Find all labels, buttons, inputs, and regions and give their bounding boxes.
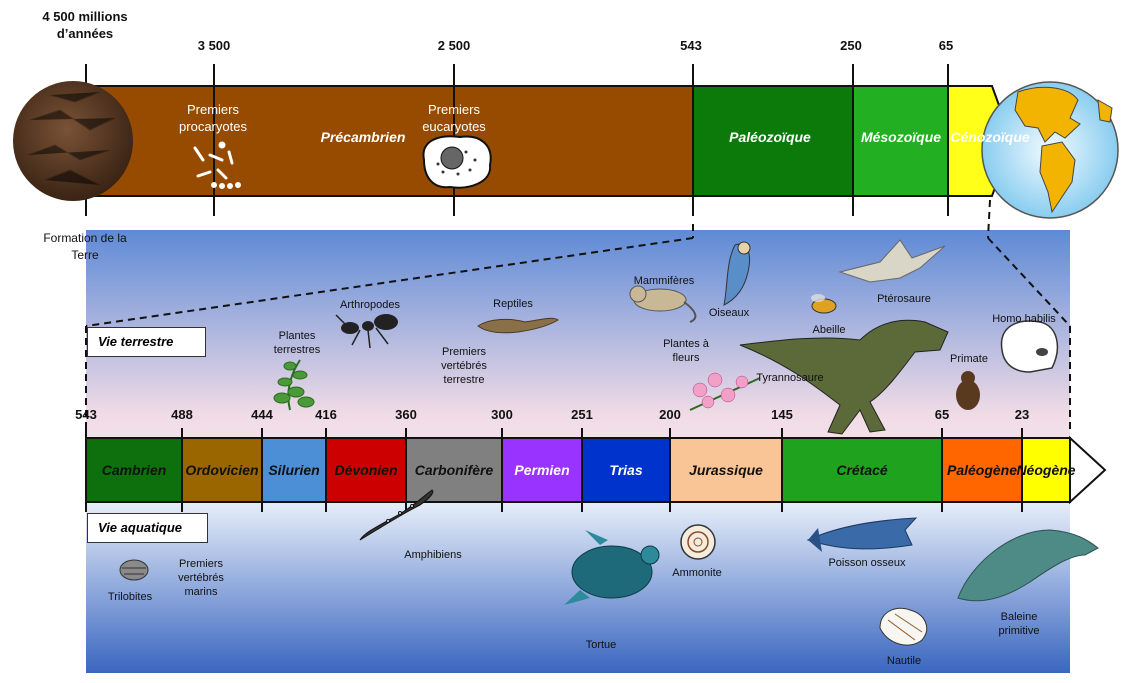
- reptiles-label: Reptiles: [493, 298, 533, 310]
- amphibian-illustration: [359, 489, 434, 541]
- premiers-vertebres-marins-label: Premiers vertébrés marins: [178, 558, 224, 598]
- tyrannosaure-label: Tyrannosaure: [756, 372, 824, 384]
- neogene-arrow-tip: [1069, 435, 1107, 505]
- poisson-osseux-label: Poisson osseux: [828, 557, 906, 569]
- top-timeline: [13, 64, 1119, 219]
- period-label-5: Permien: [514, 462, 570, 478]
- procaryotes-illustration: [193, 141, 241, 189]
- period-label-3: Dévonien: [334, 462, 398, 478]
- period-label-10: Néogène: [1016, 462, 1076, 478]
- top-tick-2500: 2 500: [437, 38, 471, 53]
- top-tick-65: 65: [938, 38, 954, 53]
- era-label-mesozoique: Mésozoïque: [860, 129, 942, 145]
- ammonite-label: Ammonite: [672, 567, 722, 579]
- zoom-lines: [85, 199, 1071, 432]
- abeille-label: Abeille: [812, 324, 846, 336]
- mammiferes-label: Mammifères: [633, 275, 695, 287]
- bee-illustration: [811, 294, 837, 314]
- period-bar-5: [501, 437, 583, 503]
- fern-illustration: [273, 359, 315, 411]
- bony-fish-illustration: [806, 517, 918, 552]
- period-label-2: Silurien: [268, 462, 320, 478]
- eucaryotes-label: Premiers eucaryotes: [422, 102, 486, 134]
- era-label-precambrien: Précambrien: [320, 129, 406, 145]
- turtle-illustration: [564, 530, 660, 605]
- premiers-vertebres-terrestres-label: Premiers vertébrés terrestre: [441, 346, 487, 386]
- primate-label: Primate: [950, 353, 988, 365]
- period-bar-7: [669, 437, 783, 503]
- top-tick-543: 543: [680, 38, 702, 53]
- pterosaure-label: Ptérosaure: [877, 293, 931, 305]
- procaryotes-label: Premiers procaryotes: [179, 102, 247, 134]
- era-label-cenozoique: Cénozoïque: [950, 129, 1030, 145]
- bottom-tick-label-6: 251: [571, 407, 593, 422]
- top-tick-3500: 3 500: [197, 38, 231, 53]
- period-label-1: Ordovicien: [185, 462, 259, 478]
- period-label-7: Jurassique: [689, 462, 763, 478]
- ant-illustration: [335, 314, 398, 349]
- skull-illustration: [1000, 320, 1059, 373]
- bottom-tick-label-2: 444: [251, 407, 273, 422]
- bird-illustration: [723, 241, 751, 306]
- mammal-illustration: [629, 285, 697, 323]
- flowers-illustration: [689, 372, 761, 411]
- trex-illustration: [739, 319, 949, 435]
- eucaryote-illustration: [422, 135, 492, 189]
- period-label-8: Crétacé: [836, 462, 888, 478]
- era-mesozoique: [852, 85, 949, 197]
- period-label-9: Paléogène: [946, 462, 1018, 478]
- arthropodes-label: Arthropodes: [340, 299, 400, 311]
- period-bar-10: [1021, 437, 1071, 503]
- bottom-tick-label-0: 543: [75, 407, 97, 422]
- era-label-paleozoique: Paléozoïque: [729, 129, 811, 145]
- trilobite-illustration: [119, 559, 149, 581]
- bottom-tick-label-9: 65: [934, 407, 950, 422]
- homo-habilis-label: Homo habilis: [992, 313, 1056, 325]
- era-paleozoique: [692, 85, 854, 197]
- start-label: 4 500 millions d’années: [42, 9, 128, 41]
- tortue-label: Tortue: [585, 639, 617, 651]
- bottom-tick-label-7: 200: [659, 407, 681, 422]
- top-tick-250: 250: [840, 38, 862, 53]
- bottom-tick-label-10: 23: [1014, 407, 1030, 422]
- plantes-terrestres-label: Plantes terrestres: [273, 330, 321, 356]
- period-label-4: Carbonifère: [414, 462, 494, 478]
- baleine-label: Baleine primitive: [998, 611, 1040, 637]
- bottom-tick-label-1: 488: [171, 407, 193, 422]
- vie-aquatique-label: Vie aquatique: [87, 513, 208, 543]
- bottom-tick-label-3: 416: [315, 407, 337, 422]
- lizard-illustration: [477, 317, 559, 334]
- oiseaux-label: Oiseaux: [708, 307, 750, 319]
- era-precambrien: [85, 85, 694, 197]
- primate-illustration: [956, 371, 980, 410]
- period-label-0: Cambrien: [101, 462, 167, 478]
- ammonite-illustration: [680, 524, 716, 560]
- amphibiens-label: Amphibiens: [404, 549, 462, 561]
- period-label-6: Trias: [609, 462, 643, 478]
- trilobites-label: Trilobites: [107, 591, 153, 603]
- period-bar-9: [941, 437, 1023, 503]
- vie-terrestre-label: Vie terrestre: [87, 327, 206, 357]
- early-earth-sphere: [13, 81, 133, 201]
- period-bars: [85, 428, 1071, 512]
- plantes-fleurs-label: Plantes à fleurs: [663, 338, 709, 364]
- nautilus-illustration: [879, 607, 928, 646]
- period-bar-8: [781, 437, 943, 503]
- whale-illustration: [957, 529, 1099, 602]
- bottom-tick-label-4: 360: [395, 407, 417, 422]
- pterosaur-illustration: [838, 239, 946, 283]
- nautile-label: Nautile: [886, 655, 922, 667]
- earth-formation-label: Formation de la Terre: [43, 231, 127, 262]
- bottom-tick-label-8: 145: [771, 407, 793, 422]
- bottom-tick-label-5: 300: [491, 407, 513, 422]
